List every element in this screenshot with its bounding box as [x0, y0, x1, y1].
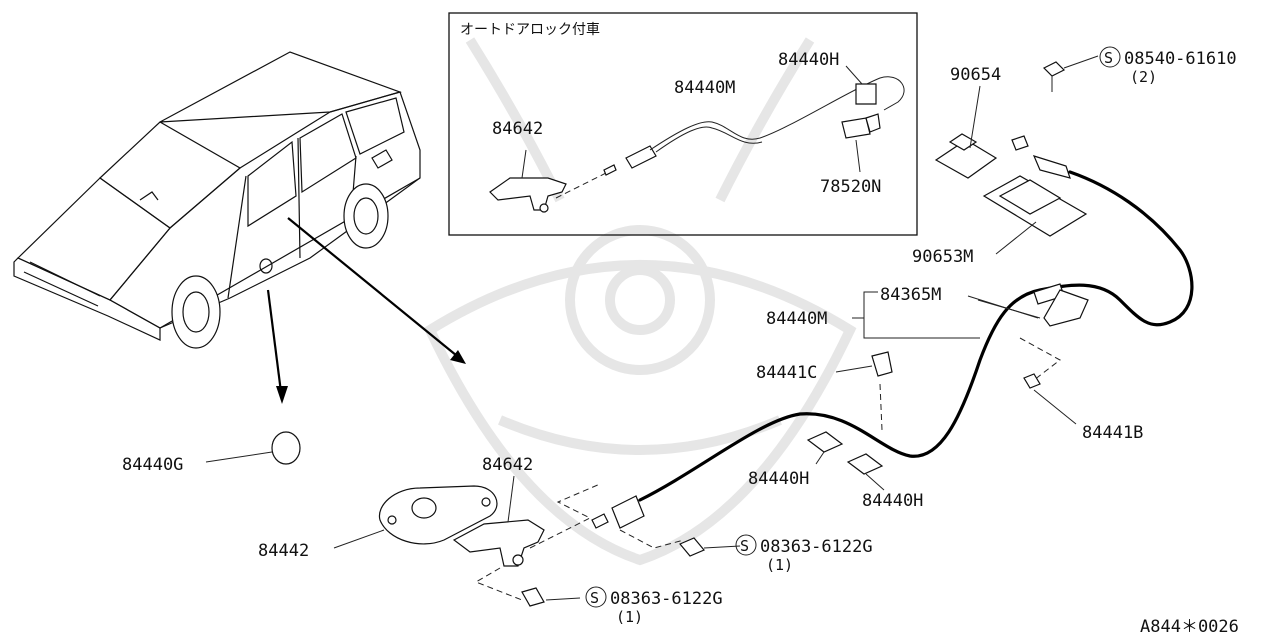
cable-end-fittings: [977, 283, 1089, 425]
pads-84440H: [806, 431, 885, 491]
label-08363-6122G-a: 08363-6122G: [760, 537, 873, 557]
bracket-assembly: [934, 55, 1099, 255]
label-84440H-b: 84440H: [862, 491, 923, 511]
label-08363-a-qty: (1): [766, 556, 793, 574]
label-08363-b-qty: (1): [616, 608, 643, 626]
label-inset-84642: 84642: [492, 119, 543, 139]
label-84442: 84442: [258, 541, 309, 561]
watermark-emblem: [423, 37, 857, 566]
svg-text:S: S: [740, 537, 749, 555]
clip-84441C: [835, 351, 893, 431]
leader-84365M: [967, 295, 1039, 319]
label-84440H-a: 84440H: [748, 469, 809, 489]
screw-symbol-08540: S: [1099, 46, 1121, 68]
fuel-lid-opener-cable: [638, 170, 1194, 502]
direction-arrows: [266, 217, 466, 404]
label-84440G: 84440G: [122, 455, 183, 475]
label-08363-6122G-b: 08363-6122G: [610, 589, 723, 609]
screw-symbol-08363-a: S: [735, 534, 757, 556]
label-08540-qty: (2): [1130, 68, 1157, 86]
svg-text:S: S: [1104, 49, 1113, 67]
svg-text:S: S: [590, 589, 599, 607]
diagram-code: A844＊0026: [1140, 617, 1239, 637]
lower-lock-assembly: [333, 475, 741, 607]
label-08540-61610: 08540-61610: [1124, 49, 1237, 69]
label-84440M-bracket-line: [852, 291, 980, 339]
label-84365M: 84365M: [880, 285, 941, 305]
label-inset-78520N: 78520N: [820, 177, 881, 197]
vehicle-illustration: [13, 51, 421, 349]
fuel-lid-cap-84440G: [271, 431, 301, 465]
label-inset-84440M: 84440M: [674, 78, 735, 98]
label-84440M: 84440M: [766, 309, 827, 329]
label-90653M: 90653M: [912, 247, 973, 267]
screw-symbol-08363-b: S: [585, 586, 607, 608]
auto-door-lock-inset-box: [448, 12, 918, 236]
label-inset-84440H: 84440H: [778, 50, 839, 70]
label-90654: 90654: [950, 65, 1001, 85]
inset-parts: [489, 65, 905, 213]
label-84441B: 84441B: [1082, 423, 1143, 443]
label-84642: 84642: [482, 455, 533, 475]
label-84441C: 84441C: [756, 363, 817, 383]
inset-title: オートドアロック付車: [460, 21, 600, 38]
leader-84440G: [205, 451, 273, 463]
